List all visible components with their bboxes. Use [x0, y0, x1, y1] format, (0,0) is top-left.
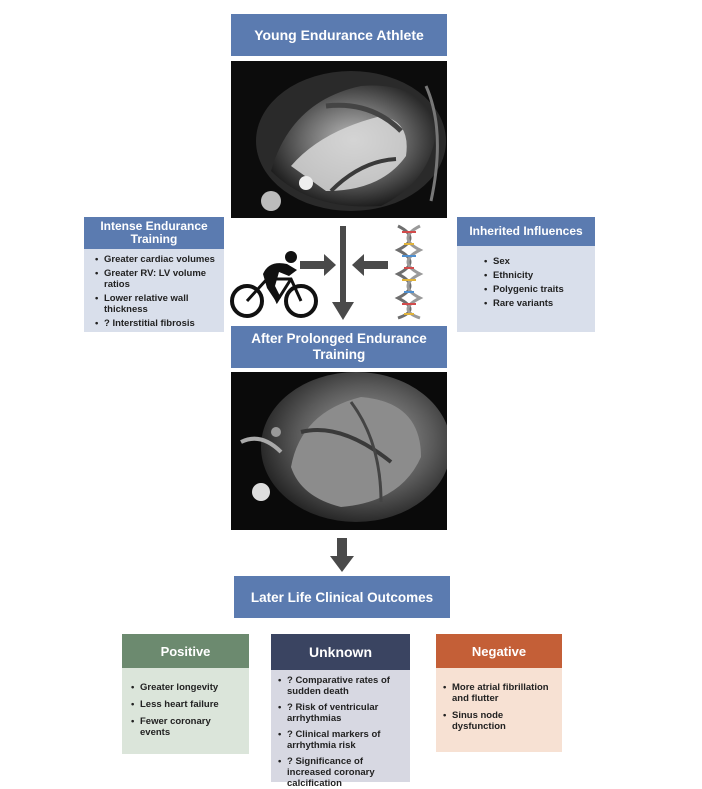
mri-after-graphic — [231, 372, 447, 530]
unknown-panel: ? Comparative rates of sudden death ? Ri… — [271, 670, 410, 789]
arrow-icon — [330, 538, 354, 572]
negative-header: Negative — [436, 634, 562, 668]
inherited-item: Rare variants — [483, 298, 589, 309]
cyclist-icon — [229, 246, 319, 320]
young-athlete-title-text: Young Endurance Athlete — [254, 27, 424, 43]
unknown-item: ? Risk of ventricular arrhythmias — [277, 702, 404, 724]
after-training-title-text: After Prolonged Endurance Training — [251, 331, 427, 362]
unknown-title: Unknown — [309, 644, 372, 660]
negative-title: Negative — [471, 643, 527, 659]
unknown-list: ? Comparative rates of sudden death ? Ri… — [277, 675, 404, 789]
outcomes-title: Later Life Clinical Outcomes — [234, 576, 450, 618]
positive-list: Greater longevity Less heart failure Few… — [130, 682, 243, 738]
unknown-header: Unknown — [271, 634, 410, 670]
inherited-item: Ethnicity — [483, 270, 589, 281]
unknown-item: ? Significance of increased coronary cal… — [277, 756, 404, 789]
training-item: Lower relative wall thickness — [94, 293, 218, 315]
inherited-item: Polygenic traits — [483, 284, 589, 295]
unknown-item: ? Comparative rates of sudden death — [277, 675, 404, 697]
mri-image-after — [231, 372, 447, 530]
training-item: Greater cardiac volumes — [94, 254, 218, 265]
outcomes-title-text: Later Life Clinical Outcomes — [250, 589, 434, 605]
inherited-panel-title: Inherited Influences — [457, 217, 595, 246]
influence-arrows — [296, 222, 396, 322]
dna-icon — [392, 224, 426, 320]
positive-item: Less heart failure — [130, 699, 243, 710]
training-list: Greater cardiac volumes Greater RV: LV v… — [84, 249, 224, 329]
inherited-panel: Inherited Influences Sex Ethnicity Polyg… — [457, 217, 595, 332]
young-athlete-title: Young Endurance Athlete — [231, 14, 447, 56]
training-item: ? Interstitial fibrosis — [94, 318, 218, 329]
negative-list: More atrial fibrillation and flutter Sin… — [442, 682, 556, 732]
negative-item: Sinus node dysfunction — [442, 710, 556, 732]
positive-panel: Greater longevity Less heart failure Few… — [122, 668, 249, 754]
after-training-title: After Prolonged Endurance Training — [231, 326, 447, 368]
positive-item: Greater longevity — [130, 682, 243, 693]
unknown-item: ? Clinical markers of arrhythmia risk — [277, 729, 404, 751]
inherited-item: Sex — [483, 256, 589, 267]
positive-header: Positive — [122, 634, 249, 668]
mri-young-graphic — [231, 61, 447, 218]
positive-item: Fewer coronary events — [130, 716, 243, 738]
inherited-list: Sex Ethnicity Polygenic traits Rare vari… — [457, 246, 595, 309]
negative-panel: More atrial fibrillation and flutter Sin… — [436, 668, 562, 752]
training-item: Greater RV: LV volume ratios — [94, 268, 218, 290]
positive-title: Positive — [160, 643, 211, 659]
training-panel-title: Intense Endurance Training — [84, 217, 224, 249]
training-panel: Intense Endurance Training Greater cardi… — [84, 217, 224, 332]
mri-image-young — [231, 61, 447, 218]
negative-item: More atrial fibrillation and flutter — [442, 682, 556, 704]
